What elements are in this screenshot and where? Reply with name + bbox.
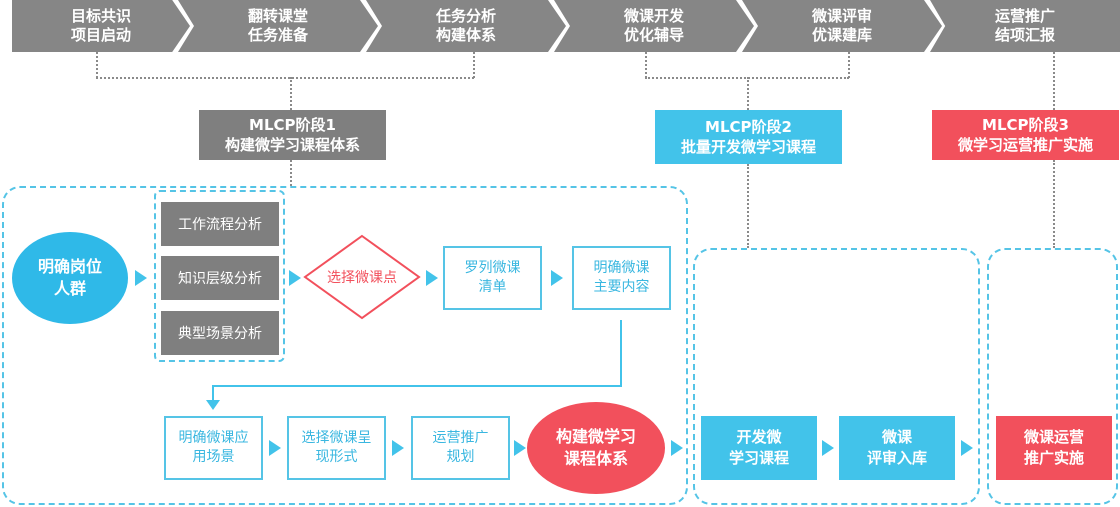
connector [1053, 160, 1055, 248]
stage-2: 翻转课堂 任务准备 [178, 0, 378, 52]
arrow-right [269, 440, 281, 456]
return-line [212, 385, 214, 401]
analysis-group [154, 190, 285, 362]
connector [747, 164, 749, 248]
arrow-right [671, 440, 683, 456]
start-label: 明确岗位 人群 [37, 257, 102, 298]
stage-4: 微课开发 优化辅导 [554, 0, 754, 52]
stage-2-label: 翻转课堂 任务准备 [247, 7, 308, 44]
arrow-right [961, 440, 973, 456]
arrow-right [135, 270, 147, 286]
stage-3: 任务分析 构建体系 [366, 0, 566, 52]
analysis-workflow: 工作流程分析 [161, 202, 279, 246]
arrow-right [426, 270, 438, 286]
connector [290, 160, 292, 186]
connector [848, 52, 850, 78]
mlcp-phase-2-label: MLCP阶段2 批量开发微学习课程 [680, 118, 816, 156]
stage-5-label: 微课评审 优课建库 [811, 7, 872, 44]
review-box: 微课 评审入库 [839, 416, 955, 480]
main-content-box: 明确微课 主要内容 [572, 246, 671, 310]
form-box: 选择微课呈 现形式 [287, 416, 386, 480]
stage-6-label: 运营推广 结项汇报 [994, 7, 1055, 44]
analysis-knowledge-label: 知识层级分析 [178, 271, 262, 287]
phase-3-container [987, 248, 1118, 505]
select-point-diamond [303, 234, 421, 320]
connector [290, 77, 292, 110]
mlcp-phase-1: MLCP阶段1 构建微学习课程体系 [199, 110, 386, 160]
connector [96, 77, 474, 79]
phase-2-container [693, 248, 980, 505]
mlcp-phase-3-label: MLCP阶段3 微学习运营推广实施 [957, 116, 1093, 154]
stage-1-label: 目标共识 项目启动 [70, 7, 131, 44]
phase-1-container [2, 186, 688, 505]
connector [645, 52, 647, 78]
analysis-scene-label: 典型场景分析 [178, 326, 262, 342]
develop-box: 开发微 学习课程 [701, 416, 817, 480]
mlcp-phase-1-label: MLCP阶段1 构建微学习课程体系 [224, 116, 360, 154]
arrow-right [822, 440, 834, 456]
analysis-knowledge: 知识层级分析 [161, 256, 279, 300]
main-content-label: 明确微课 主要内容 [593, 260, 650, 295]
arrow-right [551, 270, 563, 286]
ops-plan-label: 运营推广 规划 [432, 430, 489, 465]
stage-6: 运营推广 结项汇报 [930, 0, 1120, 52]
arrow-down [206, 400, 220, 410]
stage-5: 微课评审 优课建库 [742, 0, 942, 52]
stage-1: 目标共识 项目启动 [12, 0, 190, 52]
connector [747, 77, 749, 110]
arrow-right [289, 270, 301, 286]
stage-4-label: 微课开发 优化辅导 [623, 7, 684, 44]
mlcp-phase-3: MLCP阶段3 微学习运营推广实施 [932, 110, 1119, 160]
return-line [212, 385, 622, 387]
promote-box: 微课运营 推广实施 [996, 416, 1112, 480]
stage-3-label: 任务分析 构建体系 [435, 7, 496, 44]
start-ellipse: 明确岗位 人群 [12, 232, 128, 324]
arrow-right [392, 440, 404, 456]
form-label: 选择微课呈 现形式 [301, 430, 372, 465]
list-courses-label: 罗列微课 清单 [464, 260, 521, 295]
result-label: 构建微学习 课程体系 [555, 427, 636, 468]
list-courses-box: 罗列微课 清单 [443, 246, 542, 310]
analysis-workflow-label: 工作流程分析 [178, 217, 262, 233]
connector [96, 52, 98, 78]
scene-box: 明确微课应 用场景 [164, 416, 263, 480]
arrow-right [514, 440, 526, 456]
mlcp-phase-2: MLCP阶段2 批量开发微学习课程 [655, 110, 842, 164]
connector [473, 52, 475, 78]
ops-plan-box: 运营推广 规划 [411, 416, 510, 480]
select-point-label: 选择微课点 [327, 270, 397, 286]
develop-label: 开发微 学习课程 [728, 428, 789, 467]
return-line [620, 320, 622, 386]
result-ellipse: 构建微学习 课程体系 [527, 402, 665, 494]
scene-label: 明确微课应 用场景 [178, 430, 249, 465]
analysis-scene: 典型场景分析 [161, 311, 279, 355]
review-label: 微课 评审入库 [866, 428, 927, 467]
connector [1053, 52, 1055, 110]
promote-label: 微课运营 推广实施 [1023, 428, 1084, 467]
